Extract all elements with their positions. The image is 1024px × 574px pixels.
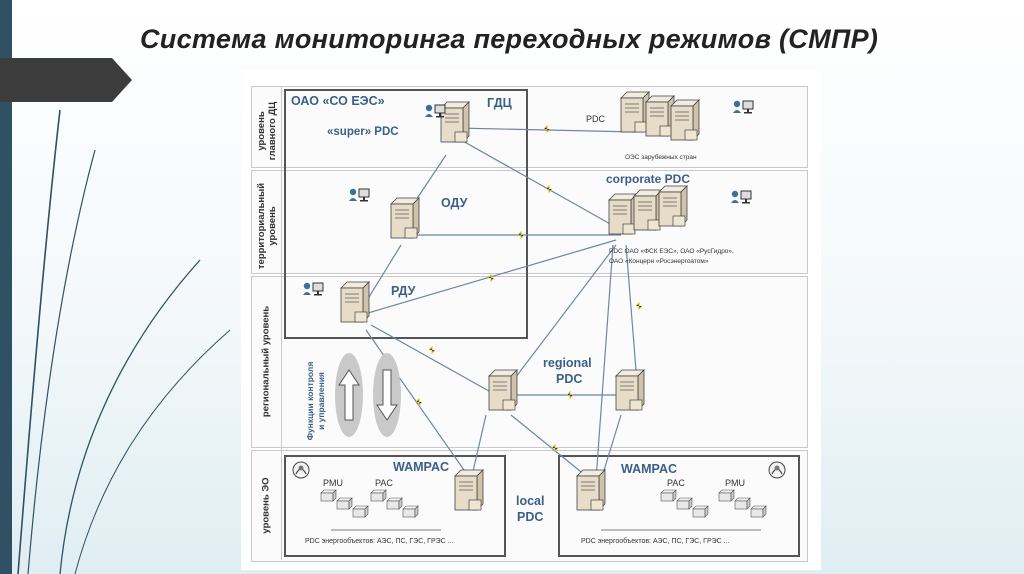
server-icon [576, 469, 606, 511]
so-ees-frame [284, 89, 528, 339]
regional-pdc-label-1: regional [543, 356, 592, 370]
user-workstation-icon [302, 282, 324, 296]
server-icon [454, 469, 484, 511]
wampac-right-label: WAMPAC [621, 462, 678, 476]
level-band-territorial [251, 170, 808, 274]
bottom-right-caption: PDC энергообъектов: АЭС, ПС, ГЭС, ГРЭС .… [581, 538, 730, 545]
corporate-pdc-label: corporate PDC [606, 172, 691, 186]
server-icon [488, 369, 518, 411]
regional-pdc-label-2: PDC [556, 372, 583, 386]
corporate-desc-line1: PDC ОАО «ФСК ЕЭС», ОАО «РусГидро», [609, 248, 734, 255]
pdc-link-label: PDC [586, 114, 606, 124]
user-workstation-icon [732, 100, 754, 114]
super-pdc-label: «super» PDC [327, 126, 399, 138]
control-functions-label: Функции контроля и управления [305, 361, 326, 441]
pac-left-label: PAC [375, 478, 393, 488]
decorative-curves [17, 109, 231, 574]
slide-title: Система мониторинга переходных режимов (… [140, 24, 879, 54]
pmu-device-icon [292, 461, 310, 479]
pac-device-icon [402, 505, 419, 518]
pac-device-icon [676, 497, 693, 510]
network-links [360, 127, 637, 481]
odu-label: ОДУ [441, 196, 468, 210]
corporate-desc-line2: ОАО «Концерн «Росэнергоатом» [609, 258, 709, 265]
pmu-device-icon [750, 505, 767, 518]
pmu-device-icon [734, 497, 751, 510]
local-pdc-label-1: local [516, 494, 545, 508]
diagram-graphics [284, 89, 800, 557]
pac-device-icon [386, 497, 403, 510]
pmu-right-label: PMU [725, 478, 745, 488]
pac-right-label: PAC [667, 478, 685, 488]
slide-arrow-tab [0, 58, 132, 102]
pmu-left-label: PMU [323, 478, 343, 488]
server-icon [645, 95, 675, 137]
slide-accent-bar [0, 0, 12, 574]
server-icon [615, 369, 645, 411]
rdu-label: РДУ [391, 284, 416, 298]
link-markers [415, 124, 643, 453]
wampac-left-frame [284, 455, 506, 557]
server-icon [670, 99, 700, 141]
pac-device-icon [370, 489, 387, 502]
level-label-column [251, 86, 282, 560]
server-icon [390, 197, 420, 239]
gdc-label: ГДЦ [487, 96, 512, 110]
smpr-diagram: уровень главного ДЦ территориальный уров… [241, 70, 821, 570]
level-band-main [251, 86, 808, 168]
control-arrows [335, 353, 401, 437]
server-icon [620, 91, 650, 133]
server-icon [340, 281, 370, 323]
down-arrow-icon [376, 369, 398, 421]
pac-device-icon [660, 489, 677, 502]
so-ees-label: ОАО «СО ЕЭС» [291, 94, 385, 108]
up-arrow-icon [338, 369, 360, 421]
server-icon [658, 185, 688, 227]
user-workstation-icon [730, 190, 752, 204]
pmu-device-icon [320, 489, 337, 502]
server-icon [633, 189, 663, 231]
server-icon [608, 193, 638, 235]
wampac-left-label: WAMPAC [393, 460, 450, 474]
pmu-device-icon [718, 489, 735, 502]
foreign-label: ОЭС зарубежных стран [625, 154, 697, 161]
wampac-right-frame [558, 455, 800, 557]
bottom-left-caption: PDC энергообъектов: АЭС, ПС, ГЭС, ГРЭС .… [305, 538, 454, 545]
user-workstation-icon [348, 188, 370, 202]
pmu-device-icon [768, 461, 786, 479]
local-pdc-label-2: PDC [517, 510, 544, 524]
pac-device-icon [692, 505, 709, 518]
pmu-device-icon [352, 505, 369, 518]
pmu-device-icon [336, 497, 353, 510]
